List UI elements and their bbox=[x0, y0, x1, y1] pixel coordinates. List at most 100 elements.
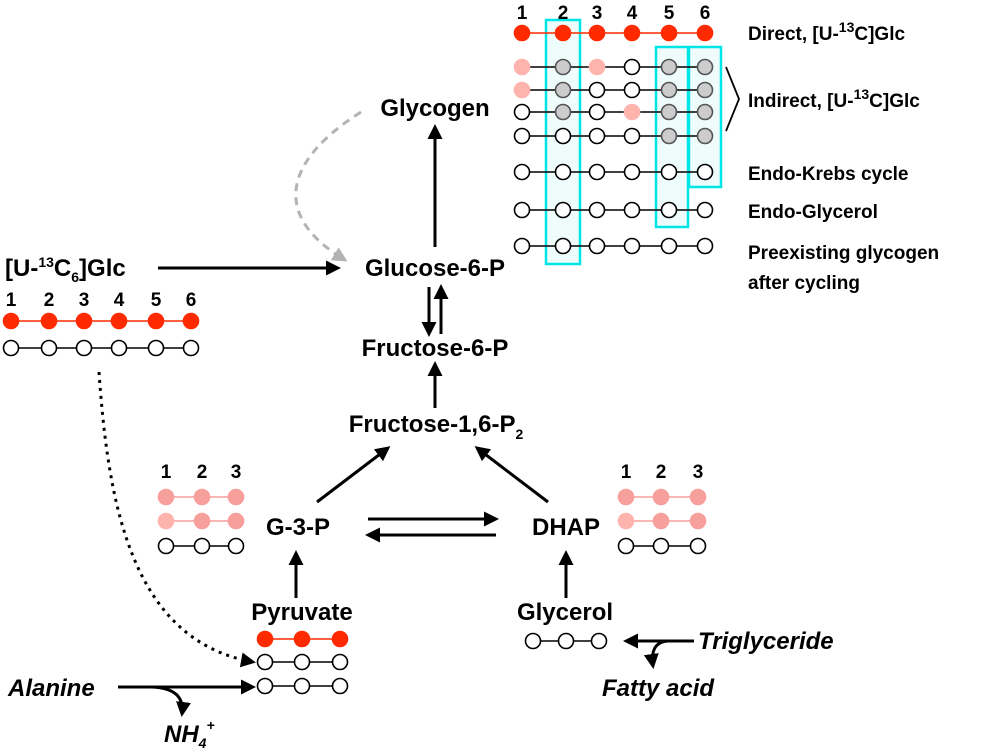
legend-direct: Direct, [U-13C]Glc bbox=[748, 19, 905, 45]
carbon-chain-glycogen-indirect-2 bbox=[513, 81, 714, 99]
carbon-atom-5-labeled bbox=[660, 24, 678, 42]
glycerol-label: Glycerol bbox=[517, 599, 613, 626]
arrow-g3p-to-f16p2 bbox=[316, 446, 391, 504]
legend-indirect: Indirect, [U-13C]Glc bbox=[748, 86, 920, 112]
carbon-atom-1-unlabeled bbox=[256, 653, 274, 671]
carbon-atom-3-labeled bbox=[227, 512, 245, 530]
glycogen-carbon-number-4: 4 bbox=[627, 3, 638, 24]
carbon-atom-1-unlabeled bbox=[256, 677, 274, 695]
carbon-chain-pyruvate-labeled bbox=[256, 630, 349, 648]
carbon-atom-3-unlabeled bbox=[227, 537, 245, 555]
glycogen-label: Glycogen bbox=[380, 95, 489, 122]
carbon-atom-2-labeled bbox=[193, 488, 211, 506]
carbon-atom-4-labeled bbox=[623, 24, 641, 42]
tracer-carbon-number-6: 6 bbox=[186, 290, 197, 311]
carbon-atom-3-unlabeled bbox=[588, 237, 606, 255]
arrow-dhap-to-f16p2 bbox=[474, 446, 549, 504]
carbon-atom-4-unlabeled bbox=[623, 58, 641, 76]
carbon-atom-1-labeled bbox=[256, 630, 274, 648]
carbon-chain-dhap-isotopomer-1 bbox=[617, 488, 707, 506]
carbon-atom-2-unlabeled bbox=[554, 127, 572, 145]
carbon-atom-3-unlabeled bbox=[588, 201, 606, 219]
carbon-atom-5-labeled bbox=[660, 127, 678, 145]
carbon-atom-6-labeled bbox=[182, 312, 200, 330]
carbon-atom-3-unlabeled bbox=[588, 163, 606, 181]
tracer-carbon-number-3: 3 bbox=[79, 290, 90, 311]
carbon-chain-g3p-isotopomer-2 bbox=[157, 512, 245, 530]
carbon-atom-1-unlabeled bbox=[513, 201, 531, 219]
carbon-atom-1-labeled bbox=[157, 488, 175, 506]
carbon-chain-g3p-isotopomer-1 bbox=[157, 488, 245, 506]
carbon-chain-glycogen-indirect-3 bbox=[513, 103, 714, 121]
isotopomer-chains bbox=[2, 24, 714, 695]
dashed-arrow-glycogen-cycling bbox=[294, 110, 362, 262]
carbon-atom-1-unlabeled bbox=[617, 537, 635, 555]
carbon-atom-6-unlabeled bbox=[696, 163, 714, 181]
carbon-chain-glycogen-endo-glycerol bbox=[513, 201, 714, 219]
carbon-atom-3-unlabeled bbox=[689, 537, 707, 555]
carbon-chain-g3p-isotopomer-3 bbox=[157, 537, 245, 555]
legend-endo-krebs-cycle: Endo-Krebs cycle bbox=[748, 164, 909, 185]
carbon-atom-3-labeled bbox=[689, 488, 707, 506]
pyruvate-label: Pyruvate bbox=[251, 599, 352, 626]
glycogen-carbon-number-3: 3 bbox=[592, 3, 603, 24]
u13c6-glucose-tracer-label: [U-13C6]Glc bbox=[5, 254, 126, 285]
carbon-atom-3-labeled bbox=[227, 488, 245, 506]
carbon-atom-4-unlabeled bbox=[623, 127, 641, 145]
carbon-chain-glycogen-preexisting bbox=[513, 237, 714, 255]
carbon-atom-5-unlabeled bbox=[660, 201, 678, 219]
carbon-chain-glycogen-endo-krebs bbox=[513, 163, 714, 181]
carbon-chain-tracer-unlabeled bbox=[2, 339, 200, 357]
carbon-atom-3-unlabeled bbox=[75, 339, 93, 357]
carbon-atom-2-labeled bbox=[554, 58, 572, 76]
carbon-atom-2-unlabeled bbox=[557, 632, 575, 650]
carbon-atom-1-labeled bbox=[513, 24, 531, 42]
carbon-atom-4-unlabeled bbox=[623, 81, 641, 99]
carbon-atom-2-unlabeled bbox=[554, 201, 572, 219]
carbon-atom-2-labeled bbox=[193, 512, 211, 530]
carbon-chain-dhap-isotopomer-2 bbox=[617, 512, 707, 530]
carbon-atom-3-unlabeled bbox=[588, 127, 606, 145]
carbon-atom-1-labeled bbox=[513, 58, 531, 76]
carbon-atom-6-unlabeled bbox=[696, 201, 714, 219]
dhap-carbon-number-3: 3 bbox=[693, 462, 704, 483]
carbon-atom-3-unlabeled bbox=[331, 677, 349, 695]
carbon-atom-5-unlabeled bbox=[660, 163, 678, 181]
carbon-atom-1-unlabeled bbox=[524, 632, 542, 650]
arrow-triglyceride-to-fatty-acid bbox=[643, 639, 669, 669]
carbon-atom-2-unlabeled bbox=[554, 163, 572, 181]
g-3-p-label: G-3-P bbox=[266, 514, 330, 541]
carbon-atom-1-unlabeled bbox=[513, 127, 531, 145]
carbon-atom-4-unlabeled bbox=[623, 163, 641, 181]
carbon-atom-4-unlabeled bbox=[623, 201, 641, 219]
carbon-atom-4-labeled bbox=[110, 312, 128, 330]
glycogen-carbon-numbers: 1 2 3 4 5 6 bbox=[517, 3, 711, 24]
carbon-atom-2-labeled bbox=[652, 512, 670, 530]
carbon-atom-5-labeled bbox=[147, 312, 165, 330]
isotopomer-source-legend: Direct, [U-13C]Glc Indirect, [U-13C]Glc … bbox=[725, 19, 939, 294]
fatty-acid-label: Fatty acid bbox=[602, 675, 715, 702]
legend-after-cycling: after cycling bbox=[748, 273, 860, 294]
carbon-atom-3-unlabeled bbox=[590, 632, 608, 650]
carbon-atom-2-labeled bbox=[293, 630, 311, 648]
triglyceride-label: Triglyceride bbox=[698, 628, 834, 655]
dhap-carbon-numbers: 1 2 3 bbox=[621, 462, 704, 483]
carbon-atom-3-labeled bbox=[588, 24, 606, 42]
tracer-carbon-numbers: 1 2 3 4 5 6 bbox=[6, 290, 197, 311]
carbon-atom-3-labeled bbox=[75, 312, 93, 330]
dhap-carbon-number-2: 2 bbox=[656, 462, 667, 483]
carbon-chain-glycogen-direct bbox=[513, 24, 714, 42]
carbon-atom-2-labeled bbox=[40, 312, 58, 330]
carbon-atom-1-labeled bbox=[2, 312, 20, 330]
carbon-atom-2-labeled bbox=[554, 81, 572, 99]
glycogen-carbon-number-1: 1 bbox=[517, 3, 528, 24]
carbon-atom-6-labeled bbox=[696, 81, 714, 99]
dhap-carbon-number-1: 1 bbox=[621, 462, 632, 483]
carbon-chain-pyruvate-unlabeled-2 bbox=[256, 677, 349, 695]
carbon-atom-4-labeled bbox=[623, 103, 641, 121]
glycogen-carbon-number-6: 6 bbox=[700, 3, 711, 24]
carbon-atom-1-unlabeled bbox=[513, 237, 531, 255]
carbon-chain-glycerol-chain bbox=[524, 632, 608, 650]
carbon-atom-1-labeled bbox=[157, 512, 175, 530]
